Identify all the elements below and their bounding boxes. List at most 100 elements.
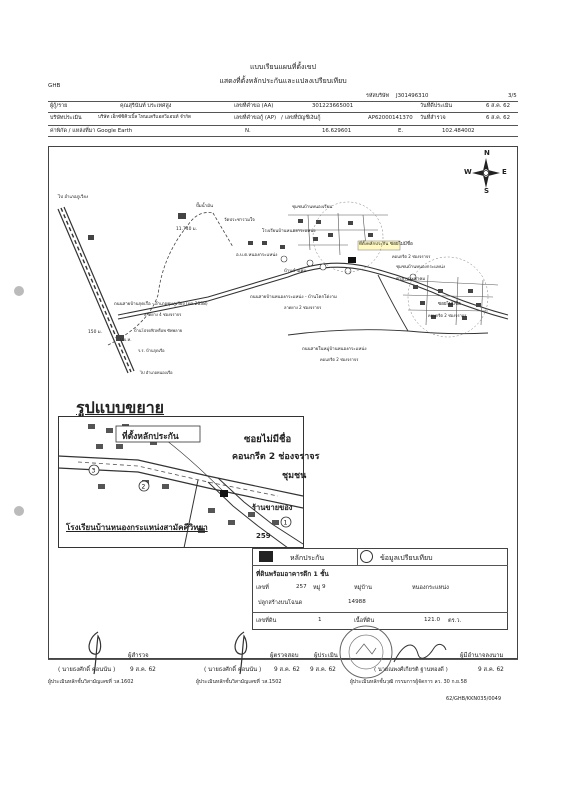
map-label-road-lower: ถนนสายในหมู่บ้านหนองกระแหน่ง — [302, 347, 367, 352]
ref-number: J301496310 — [396, 93, 429, 99]
map-label-road-sub: ถนนสายบ้านหนองกระแหน่ง - บ้านโคกโด่งาม — [250, 295, 337, 300]
legend-build-label: ปลูกสร้างบนโฉนด — [258, 600, 303, 606]
enlarge-road: คอนกรีต 2 ช่องจราจร — [232, 452, 320, 462]
company-value: บริษัท เอ็กซ์ซิคิวเบิ้ล ไทนแดรีแอสวีแอนท… — [98, 115, 192, 120]
page-number: 3/5 — [508, 93, 517, 99]
signature-1 — [88, 631, 102, 675]
signature-3 — [393, 643, 447, 663]
compare-legend-circle — [360, 550, 373, 563]
account-label: เลขที่บัญชีเงินกู้ — [285, 115, 321, 121]
punch-hole-bottom — [14, 506, 24, 516]
map-label-road-sub2: ลาดยาง 2 ช่องจราจร — [284, 305, 322, 310]
company-seal — [339, 625, 393, 679]
map-label-road-main-sub: ลาดยาง 4 ช่องจราจร — [144, 312, 182, 317]
legend-description: ที่ดินพร้อมอาคารตึก 1 ชั้น — [256, 570, 329, 578]
loan-label: เลขที่คำขอกู้ (AP) — [234, 115, 277, 121]
legend-village-value: หนองกระแหน่ง — [412, 585, 449, 591]
sig1-license: ผู้ประเมินหลักชั้นวิสามัญเลขที่ วส.1602 — [48, 679, 134, 685]
map-label-school-b: บ้านคำแคน — [284, 269, 307, 274]
sig3-role: ผู้ประเมิน — [314, 652, 338, 659]
map-label-k1: 11.740 ม. — [176, 227, 198, 232]
map-label-comm: ชุมชนบ้านหนองเรียน — [292, 205, 333, 210]
borrower-value: คุณสุรินันท์ บระเทศสูง — [120, 103, 172, 109]
collateral-legend-swatch — [259, 551, 273, 562]
enlarge-community: ชุมชน — [282, 471, 307, 481]
map-label-left1: บ้านโปรดฟิวพร็อพ ซัพพลาย — [134, 328, 183, 333]
enlarge-shop: ร้านขายของ — [252, 503, 293, 512]
sig4-name: ( นายณพงศ์เกียรติ ฐานทองดี ) — [374, 667, 448, 673]
punch-hole-top — [14, 286, 24, 296]
eval-date-label: วันที่ดีประเมิน — [420, 103, 453, 109]
sig1-role: ผู้สำรวจ — [128, 652, 149, 659]
map-label-soi1: ซอยไม่มีชื่อ — [390, 242, 413, 247]
svg-text:3: 3 — [92, 468, 96, 475]
loan-sep: / — [281, 115, 283, 121]
legend-build-value: 14988 — [348, 599, 366, 605]
map-label-conc2: คอนกรีต 2 ช่องจราจร — [428, 313, 467, 318]
request-value: 301223665001 — [312, 103, 354, 109]
legend-area-value: 121.0 — [424, 617, 441, 623]
borrower-label: ผู้กู้/ราย — [50, 103, 68, 109]
map-label-soi2: ซอยไม่มีชื่อ — [438, 302, 461, 307]
compass-s: S — [484, 187, 490, 195]
map-label-market: ศาลาประชาคม — [396, 277, 426, 282]
enlarge-259: 259 — [256, 532, 271, 540]
sig1-name: ( นายธงศักดิ์ คอนนัน ) — [58, 667, 116, 673]
doc-subtitle: แสดงที่ตั้งหลักประกันและแปลงเปรียบเทียบ — [219, 77, 347, 85]
legend-area-unit: ตร.ว. — [448, 618, 462, 624]
legend-moo-label: หมู่ — [313, 585, 321, 591]
map-label-road-lower-sub: คอนกรีต 2 ช่องจราจร — [320, 357, 359, 362]
north-value: 16.629601 — [322, 128, 352, 134]
east-value: 102.484002 — [442, 128, 475, 134]
survey-date-value: 6 ส.ค. 62 — [486, 115, 511, 121]
compass-e: E — [502, 168, 507, 176]
sig4-date: 9 ส.ค. 62 — [478, 667, 504, 673]
org-label: GHB — [48, 83, 61, 89]
sig2-name: ( นายธงศักดิ์ คอนนัน ) — [204, 667, 262, 673]
request-label: เลขที่คำขอ (AA) — [234, 103, 274, 109]
location-map — [57, 201, 509, 374]
legend-no-value: 257 — [296, 584, 307, 590]
legend-area-label: เนื้อที่ดิน — [354, 618, 375, 624]
eval-date-value: 6 ส.ค. 62 — [486, 103, 511, 109]
legend-no-label: เลขที่ — [256, 585, 269, 591]
svg-text:1: 1 — [284, 520, 288, 527]
map-label-collateral: ที่ตั้งหลักประกัน — [359, 242, 389, 247]
sig2-date: 9 ส.ค. 62 — [274, 667, 300, 673]
doc-title: แบบเรียนแผนที่ตั้งเขป — [249, 63, 317, 71]
svg-text:2: 2 — [142, 484, 146, 491]
sig4-role: ผู้มีอำนาจลงนาม — [460, 652, 504, 659]
sig1-date: 9 ส.ค. 62 — [130, 667, 156, 673]
legend-moo-value: 9 — [322, 584, 326, 590]
compass-w: W — [464, 168, 472, 176]
legend-compare: ข้อมูลเปรียบเทียบ — [380, 554, 433, 562]
map-label-k2: 150 ม. — [88, 330, 103, 335]
map-label-comm2: ชุมชนบ้านหนองกระแหน่ง — [396, 265, 446, 270]
map-label-road-main: ถนนสายบ้านกุดเรือ - อำเภอชุมภูเวียง (ทล.… — [114, 302, 208, 307]
compass-n: N — [484, 149, 490, 157]
map-label-school3: อ.บ.ต.หนองกระแหน่ง — [236, 253, 278, 258]
sig2-role: ผู้ตรวจสอบ — [270, 652, 299, 659]
survey-date-label: วันที่สำรวจ — [420, 115, 446, 121]
map-frame — [48, 146, 518, 659]
loan-value: AP62000141370 — [368, 115, 413, 121]
enlarge-heading: รูปแบบขยาย — [76, 398, 165, 417]
sig3-date: 9 ส.ค. 62 — [310, 667, 336, 673]
map-label-fuel: ปั๊มน้ำมัน — [196, 204, 214, 209]
map-label-top-left: ไป อำเภอภูเวียง — [58, 195, 89, 200]
map-label-bottom-left: ไป อำเภอหนองเรือ — [140, 370, 173, 375]
sig4-license: ผู้ประเมินหลักชั้นวุฒิ กรรมการผู้จัดการ … — [350, 679, 467, 685]
map-label-left2: ป.บ.ท. — [120, 337, 132, 342]
enlarge-soi: ซอยไม่มีชื่อ — [244, 434, 292, 445]
legend-deed-label: เลขที่ดิน — [256, 618, 277, 624]
enlarge-school: โรงเรียนบ้านหนองกระแหน่งสามัคคีวิทยา — [66, 523, 208, 532]
sig2-license: ผู้ประเมินหลักชั้นวิสามัญเลขที่ วส.1502 — [196, 679, 282, 685]
signature-2 — [234, 631, 248, 675]
map-label-school2: โรงเรียนบ้านหนองกระแหน่ง — [262, 229, 316, 234]
map-label-left3: ร.ร. บ้านกุดเรือ — [138, 348, 165, 353]
legend-village-label: หมู่บ้าน — [354, 585, 372, 591]
company-label: บริษัทประเมิน — [50, 115, 82, 121]
map-label-conc1: คอนกรีต 2 ช่องจราจร — [392, 254, 431, 259]
enlarge-tag: ที่ตั้งหลักประกัน — [122, 432, 179, 442]
